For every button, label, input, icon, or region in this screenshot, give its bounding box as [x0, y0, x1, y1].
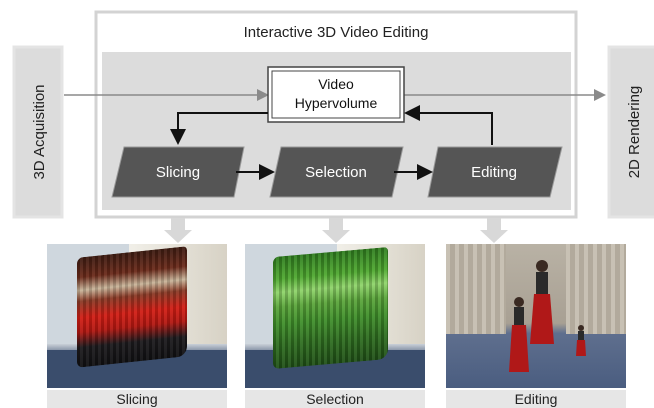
- selection-thumbnail: [245, 244, 425, 388]
- slicing-thumbnail: [47, 244, 227, 388]
- caption-selection: Selection: [245, 390, 425, 408]
- hypervolume-line-1: Video: [318, 76, 354, 92]
- sliced-volume-image: [77, 246, 187, 368]
- acquisition-label: 3D Acquisition: [31, 84, 48, 179]
- editing-thumbnail: [446, 244, 626, 388]
- arrow-editing-to-hypervolume: [404, 105, 493, 145]
- figure-large: [530, 260, 554, 344]
- figure-medium: [509, 297, 529, 372]
- down-arrow-selection: [322, 218, 350, 243]
- rendering-box: [607, 45, 654, 219]
- caption-slicing: Slicing: [47, 390, 227, 408]
- step-selection-label: Selection: [305, 164, 367, 181]
- acquisition-box: [12, 45, 64, 219]
- arrow-hypervolume-to-slicing: [170, 112, 268, 145]
- step-editing: [427, 146, 563, 198]
- step-editing-label: Editing: [471, 164, 517, 181]
- rendering-label: 2D Rendering: [626, 86, 643, 179]
- figure-small: [576, 325, 586, 356]
- edited-figures-image: [509, 260, 586, 372]
- selected-volume-image: [273, 246, 388, 370]
- diagram-title: Interactive 3D Video Editing: [244, 24, 429, 41]
- outer-frame: [94, 10, 578, 219]
- hypervolume-line-2: Hypervolume: [295, 95, 378, 111]
- pipeline-diagram: Interactive 3D Video Editing 3D Acquisit…: [12, 10, 654, 243]
- caption-editing: Editing: [446, 390, 626, 408]
- step-selection: [269, 146, 404, 198]
- down-arrow-slicing: [164, 218, 192, 243]
- step-slicing-label: Slicing: [156, 164, 200, 181]
- step-slicing: [111, 146, 245, 198]
- hypervolume-box: [267, 66, 405, 123]
- down-arrow-editing: [480, 218, 508, 243]
